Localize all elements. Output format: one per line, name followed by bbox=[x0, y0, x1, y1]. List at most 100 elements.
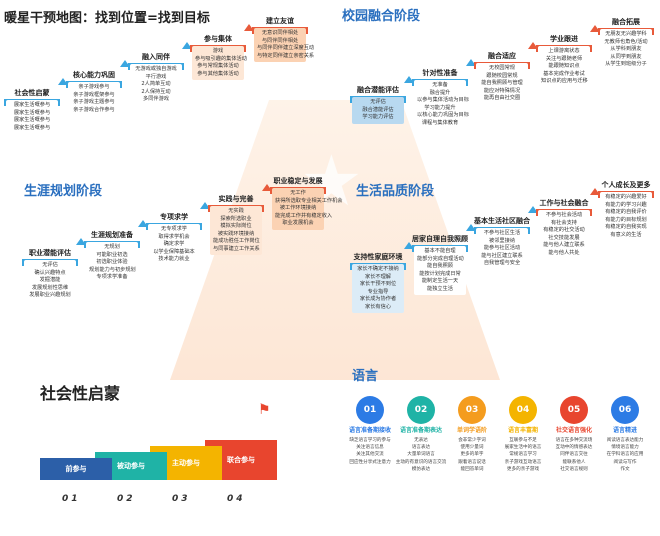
section-title-language: 语言 bbox=[352, 369, 379, 384]
stair-item: 与同伴同伴相处 bbox=[261, 37, 299, 44]
stair-item: 与特定同伴建立亲密关系 bbox=[257, 52, 315, 59]
language-item: 缺乏语言学习的参与 bbox=[349, 438, 391, 443]
stair-step-items: 无准备融合提升以参与集体活动为目标学习能力提升以核心能力巩固为目标课程与集体教育 bbox=[414, 80, 469, 129]
arrow-up-icon bbox=[262, 184, 272, 191]
stair-item: 亲子游戏主题参与 bbox=[73, 99, 115, 105]
language-step-name: 语言丰富期 bbox=[507, 427, 538, 434]
stair-item: 知识点的应用与迁移 bbox=[541, 78, 588, 84]
flag-icon: ⚑ bbox=[258, 402, 271, 418]
language-item: 常规语言学习 bbox=[509, 452, 537, 458]
language-item: 关注语言信息 bbox=[356, 445, 384, 451]
arrow-up-icon bbox=[466, 59, 476, 66]
language-item: 回应性分享式注意力 bbox=[349, 459, 391, 465]
language-step-items: 语言在多种交流场互动中的情感表达同伴语言交往能联系他人社交语言规则 bbox=[556, 437, 593, 473]
stair-step-items: 家长不确定不接纳家长不理解家长干预不到位专业指导家长成为协作者家长有信心 bbox=[352, 264, 404, 313]
stair-item: 能按计划完成日常 bbox=[419, 270, 461, 277]
stair-item: 平行游戏 bbox=[145, 73, 167, 80]
stair-item: 家长不理解 bbox=[365, 273, 391, 280]
stair-item: 基本不能自理 bbox=[424, 248, 456, 254]
arrow-up-icon bbox=[466, 224, 476, 231]
stair-step-label: 工作与社会融合 bbox=[539, 199, 589, 207]
stair-step-label: 参与集体 bbox=[204, 35, 232, 43]
section-title-life: 生活品质阶段 bbox=[356, 184, 435, 199]
stair-item: 有稳定的自我评价 bbox=[605, 209, 647, 215]
stair-item: 游戏 bbox=[212, 48, 224, 54]
stair-step-items: 无校园常规跟随校园常规能自我照顾与管理能应对特殊情况能再自由社交圈 bbox=[476, 63, 528, 105]
main-title: 暖星干预地图：找到位置=找到目标 bbox=[4, 11, 210, 26]
language-item: 情境语言能力 bbox=[611, 445, 639, 451]
stair-item: 能参与社区活动 bbox=[483, 245, 521, 251]
stair-item: 社交技能发展 bbox=[548, 234, 580, 241]
stair-item: 能成功胜任工作岗位 bbox=[213, 238, 260, 244]
stair-step-label: 职业潜能评估 bbox=[29, 249, 71, 257]
stair-item: 被实践环境接纳 bbox=[217, 230, 255, 237]
language-item: 作文 bbox=[620, 466, 630, 472]
language-step-number: 02 bbox=[407, 396, 435, 424]
language-step-items: 阅读语言表达能力情境语言能力在学科语言的应用阅读与写作作文 bbox=[607, 437, 644, 473]
stair-step-label: 核心能力巩固 bbox=[73, 71, 115, 79]
stair-item: 能与他人共处 bbox=[548, 249, 580, 256]
stair-item: 确定求学 bbox=[163, 241, 185, 247]
language-step-items: 缺乏语言学习的参与关注语言信息关注其他交流回应性分享式注意力 bbox=[349, 437, 390, 466]
stair-item: 无专项求学 bbox=[161, 226, 187, 232]
stair-item: 有稳定的自我实现 bbox=[605, 224, 647, 230]
language-item: 在学科语言的应用 bbox=[606, 452, 644, 458]
language-item: 会非常少字词 bbox=[458, 438, 486, 443]
stair-item: 无实践 bbox=[228, 208, 244, 214]
stair-step-label: 建立友谊 bbox=[266, 17, 294, 25]
stair-item: 家长有信心 bbox=[365, 303, 391, 310]
stair-item: 从学生到班级分子 bbox=[605, 61, 647, 67]
stair-item: 参与其他集体活动 bbox=[197, 70, 239, 77]
language-item: 能回答单词 bbox=[460, 466, 484, 472]
stair-step-label: 融合适应 bbox=[488, 52, 516, 60]
stair-step-items: 游戏参与吸引趣的集体活动参与常规集体活动参与其他集体活动 bbox=[192, 46, 247, 80]
stair-item: 职业发展机会 bbox=[282, 220, 314, 226]
stair-item: 参与常规集体活动 bbox=[197, 63, 239, 69]
stair-step-items: 无朋友无兴趣学科无教师也角色/活动从学科到朋友从同学到朋友从学生到班级分子 bbox=[600, 29, 652, 71]
stair-item: 发掘潜能 bbox=[39, 277, 61, 283]
arrow-up-icon bbox=[590, 25, 600, 32]
language-step-name: 语言准备期接收 bbox=[348, 427, 391, 434]
stair-item: 有稳定的兴趣爱好 bbox=[605, 194, 647, 200]
stair-step-items: 无评估融合潜能评估学习能力评估 bbox=[352, 97, 404, 124]
stair-item: 家长不确定不接纳 bbox=[357, 266, 399, 272]
stair-item: 能自我照顾与管理 bbox=[481, 80, 523, 86]
language-item: 互动中的情感表达 bbox=[555, 445, 593, 451]
language-item: 互联参与不足 bbox=[509, 438, 537, 443]
stair-step-label: 实践与完善 bbox=[218, 195, 254, 203]
stair-item: 有能力的目标规划 bbox=[605, 216, 647, 223]
stair-item: 无游戏或独自游戏 bbox=[135, 66, 177, 72]
stair-item: 无工作 bbox=[290, 190, 306, 196]
stair-item: 能应对特殊情况 bbox=[483, 87, 521, 94]
stair-step-items: 不参与社区生活被邻里接纳能参与社区活动能与社区建立联系自我管理与安全 bbox=[476, 228, 528, 270]
stair-item: 与同伴同伴建立深度互动 bbox=[257, 45, 315, 51]
stair-item: 能自我照顾 bbox=[427, 263, 453, 269]
social-stair-block: 前参与 bbox=[40, 458, 112, 480]
language-step-number: 05 bbox=[560, 396, 588, 424]
stair-item: 与同事建立工作关系 bbox=[213, 245, 260, 252]
arrow-up-icon bbox=[182, 42, 192, 49]
stair-item: 展家生活嘅参与 bbox=[13, 109, 51, 116]
stair-step-items: 基本不能自理能部分完成自理活动能自我照顾能按计划完成日常能制定生活一天能独立生活 bbox=[414, 246, 466, 295]
social-stair-number: 01 bbox=[62, 494, 81, 504]
stair-item: 自我管理与安全 bbox=[483, 260, 521, 266]
stair-item: 参与吸引趣的集体活动 bbox=[195, 55, 247, 62]
stair-item: 能与社区建立联系 bbox=[481, 252, 523, 259]
stair-item: 亲子游戏框架参与 bbox=[73, 91, 115, 98]
stair-item: 能独立生活 bbox=[427, 285, 453, 292]
language-step-items: 无表达语言表达大量单词语言主动的有意识的语言交流模仿表达 bbox=[396, 437, 447, 473]
stair-item: 有意义的生活 bbox=[610, 231, 642, 238]
arrow-up-icon bbox=[404, 242, 414, 249]
stair-step-items: 无意识同伴相处与同伴同伴相处与同伴同伴建立深度互动与特定同伴建立亲密关系 bbox=[254, 28, 315, 62]
stair-item: 展家生活嘅参与 bbox=[13, 124, 51, 131]
stair-step-items: 无评估确认兴趣特点发掘潜能发展规划性思维发展职业兴趣规划 bbox=[24, 260, 76, 302]
stair-item: 确认兴趣特点 bbox=[34, 269, 66, 276]
stair-step-label: 针对性准备 bbox=[422, 69, 458, 77]
arrow-up-icon bbox=[404, 76, 414, 83]
stair-item: 无校园常规 bbox=[489, 65, 515, 71]
stair-item: 从同学到朋友 bbox=[610, 53, 642, 60]
arrow-up-icon bbox=[244, 24, 254, 31]
stair-item: 展家生活嘅参与 bbox=[13, 117, 51, 123]
